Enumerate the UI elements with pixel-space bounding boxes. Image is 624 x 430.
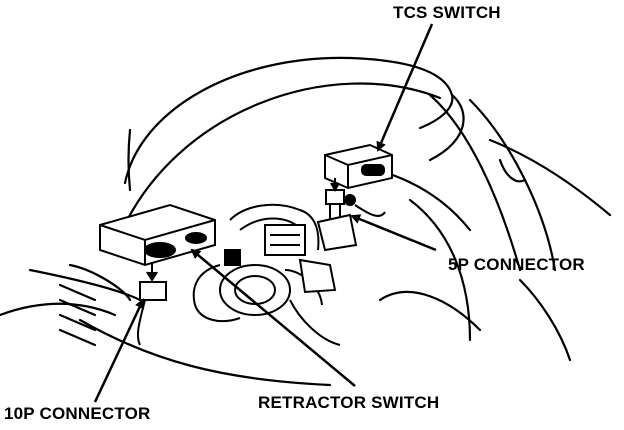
ten-p-connector-leader bbox=[93, 298, 145, 403]
retractor-switch-label: RETRACTOR SWITCH bbox=[258, 393, 440, 412]
five-p-connector-label: 5P CONNECTOR bbox=[448, 255, 585, 274]
leader-lines bbox=[93, 23, 437, 403]
dashboard-outline bbox=[0, 56, 612, 387]
five-p-connector-leader bbox=[350, 214, 437, 252]
tcs-switch-block bbox=[324, 143, 393, 190]
tcs-switch-label: TCS SWITCH bbox=[393, 3, 501, 22]
ten-p-connector-label: 10P CONNECTOR bbox=[4, 404, 151, 423]
retractor-switch-leader bbox=[190, 248, 356, 387]
five-p-connector bbox=[316, 178, 358, 252]
tcs-switch-leader bbox=[376, 23, 434, 152]
retractor-switch-block bbox=[99, 203, 216, 267]
